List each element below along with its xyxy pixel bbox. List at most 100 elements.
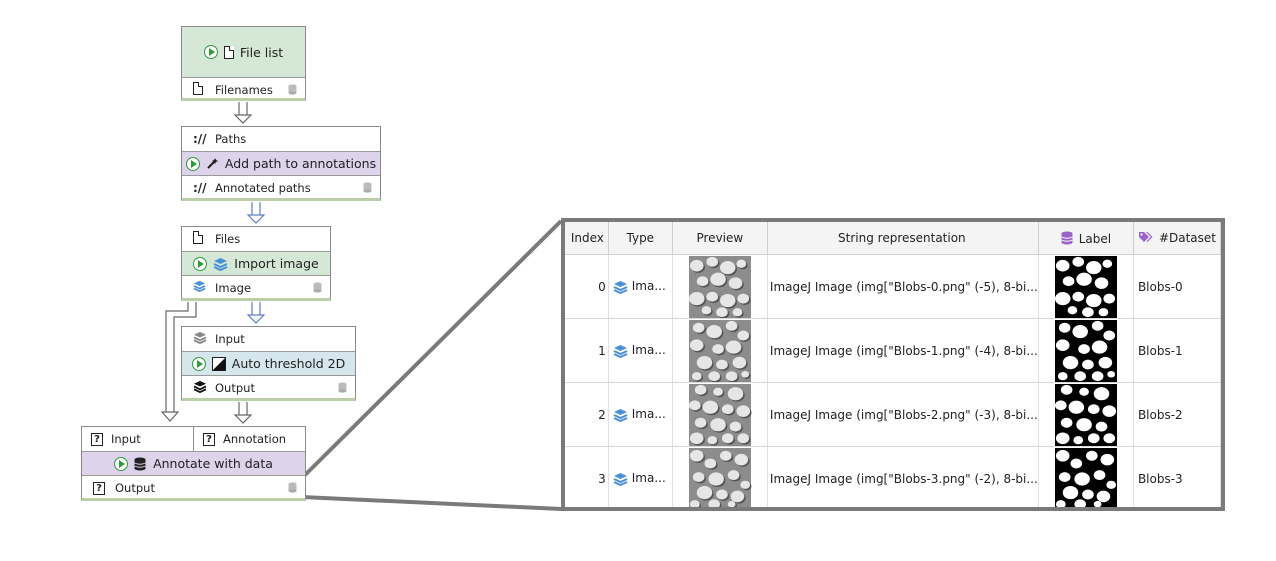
column-header-string[interactable]: String representation <box>767 222 1039 255</box>
slot-label: Output <box>115 480 155 495</box>
path-icon: :// <box>193 180 207 195</box>
node-title: Import image <box>234 256 319 271</box>
preview-thumbnail <box>688 447 752 507</box>
node-title-row[interactable]: Import image <box>182 251 330 275</box>
cell-label[interactable] <box>1038 382 1134 447</box>
question-icon: ? <box>203 432 215 446</box>
slot-label: Annotated paths <box>215 180 311 195</box>
cell-type: Ima... <box>608 254 673 319</box>
tags-icon <box>1138 232 1153 242</box>
connector-image-to-input <box>247 301 265 324</box>
slot-label: Annotation <box>223 432 287 446</box>
cell-type-text: Ima... <box>631 471 666 486</box>
output-slot-output[interactable]: ? Output <box>82 475 305 499</box>
connector-output-to-annotation <box>234 401 252 424</box>
output-slot-annotated-paths[interactable]: :// Annotated paths <box>182 175 380 199</box>
cell-preview[interactable] <box>672 318 768 383</box>
input-slot-input[interactable]: Input <box>182 327 355 351</box>
run-icon[interactable] <box>185 156 200 171</box>
cell-string: ImageJ Image (img["Blobs-3.png" (-2), 8-… <box>767 446 1039 507</box>
node-title: Add path to annotations <box>224 156 377 171</box>
slot-label: Input <box>215 332 245 346</box>
cell-index: 2 <box>565 382 609 447</box>
column-header-index[interactable]: Index <box>565 222 609 255</box>
cell-preview[interactable] <box>672 446 768 507</box>
cell-type-text: Ima... <box>631 407 666 422</box>
cell-type: Ima... <box>608 446 673 507</box>
cell-preview[interactable] <box>672 382 768 447</box>
output-slot-image[interactable]: Image <box>182 275 330 299</box>
page-icon <box>193 81 203 95</box>
label-mask-thumbnail <box>1054 447 1117 507</box>
database-icon <box>338 382 347 393</box>
image-stack-icon <box>193 280 206 293</box>
greyscale-stack-icon <box>193 331 207 345</box>
run-icon[interactable] <box>114 456 129 471</box>
node-title-row[interactable]: Annotate with data <box>82 451 305 475</box>
image-stack-icon <box>213 257 228 271</box>
node-title-row[interactable]: Add path to annotations <box>182 151 380 175</box>
page-icon <box>193 231 203 244</box>
node-title: Auto threshold 2D <box>231 356 346 371</box>
input-slot-files[interactable]: Files <box>182 227 330 251</box>
slot-label: Filenames <box>215 82 273 97</box>
data-table-panel: Index Type Preview String representation… <box>561 218 1225 511</box>
zoom-line-bottom <box>301 495 562 511</box>
cell-dataset: Blobs-3 <box>1133 446 1221 507</box>
table-row[interactable]: 1 Ima... ImageJ Image (img["Blobs-1.png" (… <box>565 318 1221 383</box>
threshold-icon <box>211 356 226 371</box>
node-add-path[interactable]: :// Paths Add path to annotations :// An… <box>181 126 381 201</box>
database-icon <box>363 182 372 193</box>
cell-index: 1 <box>565 318 609 383</box>
column-header-type[interactable]: Type <box>608 222 673 255</box>
table-row[interactable]: 3 Ima... ImageJ Image (img["Blobs-3.png" (… <box>565 446 1221 507</box>
cell-index: 3 <box>565 446 609 507</box>
input-slot-annotation[interactable]: ? Annotation <box>193 427 305 451</box>
column-header-preview[interactable]: Preview <box>672 222 768 255</box>
data-table: Index Type Preview String representation… <box>565 222 1221 507</box>
node-auto-threshold[interactable]: Input Auto threshold 2D Output <box>181 326 356 401</box>
database-icon <box>313 282 322 293</box>
cell-string: ImageJ Image (img["Blobs-1.png" (-4), 8-… <box>767 318 1039 383</box>
column-header-label-text: Label <box>1078 231 1112 246</box>
node-annotate-with-data[interactable]: ? Input ? Annotation Annotate with data … <box>81 426 306 501</box>
output-slot-output[interactable]: Output <box>182 375 355 399</box>
table-header-row: Index Type Preview String representation… <box>565 222 1221 255</box>
path-icon: :// <box>193 132 207 146</box>
cell-label[interactable] <box>1038 254 1134 319</box>
node-title-row[interactable]: Auto threshold 2D <box>182 351 355 375</box>
cell-dataset: Blobs-2 <box>1133 382 1221 447</box>
cell-label[interactable] <box>1038 446 1134 507</box>
database-icon <box>1061 231 1073 244</box>
column-header-dataset[interactable]: #Dataset <box>1133 222 1221 255</box>
input-slot-paths[interactable]: :// Paths <box>182 127 380 151</box>
node-title-row[interactable]: File list <box>182 27 305 77</box>
cell-type-text: Ima... <box>631 343 666 358</box>
cell-label[interactable] <box>1038 318 1134 383</box>
run-icon[interactable] <box>193 256 208 271</box>
label-mask-thumbnail <box>1054 319 1117 382</box>
table-row[interactable]: 2 Ima... ImageJ Image (img["Blobs-2.png" (… <box>565 382 1221 447</box>
database-icon <box>288 84 297 95</box>
node-file-list[interactable]: File list Filenames <box>181 26 306 101</box>
input-slot-input[interactable]: ? Input <box>82 427 193 451</box>
column-header-label[interactable]: Label <box>1038 222 1134 255</box>
cell-string: ImageJ Image (img["Blobs-2.png" (-3), 8-… <box>767 382 1039 447</box>
label-mask-thumbnail <box>1054 255 1117 318</box>
image-stack-icon <box>613 408 628 422</box>
output-slot-filenames[interactable]: Filenames <box>182 77 305 101</box>
cell-dataset: Blobs-1 <box>1133 318 1221 383</box>
node-import-image[interactable]: Files Import image Image <box>181 226 331 301</box>
run-icon[interactable] <box>191 356 206 371</box>
page-icon <box>223 45 234 59</box>
label-mask-thumbnail <box>1054 383 1117 446</box>
cell-preview[interactable] <box>672 254 768 319</box>
cell-index: 0 <box>565 254 609 319</box>
run-icon[interactable] <box>203 45 218 59</box>
connector-filenames-to-paths <box>234 101 252 124</box>
input-slots: ? Input ? Annotation <box>82 427 305 451</box>
slot-label: Input <box>111 432 141 446</box>
slot-label: Image <box>215 280 252 295</box>
